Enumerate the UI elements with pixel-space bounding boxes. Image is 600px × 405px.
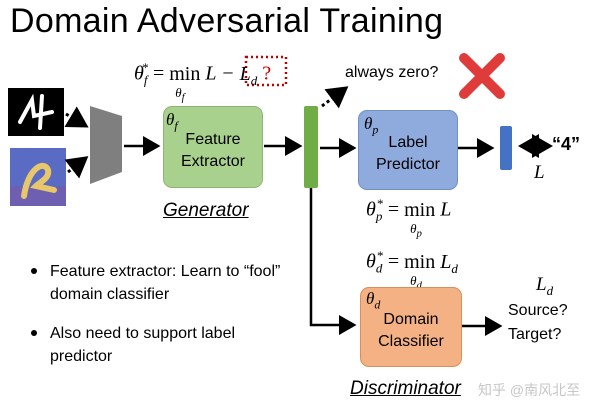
question-mark: ? <box>262 62 272 85</box>
bullet-item-2: Also need to support label predictor <box>50 325 236 365</box>
output-vector-bar <box>500 126 512 170</box>
output-four-label: “4” <box>552 134 581 154</box>
bullet-dot-1 <box>31 268 37 274</box>
mnist-m-digit-image <box>10 148 66 206</box>
bullet-dot-2 <box>31 330 37 336</box>
dotted-arrow-source <box>64 106 89 128</box>
arrow-to-domain-classifier <box>309 188 357 335</box>
domain-classifier-label: Domain Classifier <box>378 311 444 350</box>
target-label: Target? <box>508 326 562 343</box>
sup-star: * <box>141 60 148 75</box>
source-label: Source? <box>508 302 568 319</box>
loss-ld-label: Ld <box>536 274 554 298</box>
cross-icon <box>459 53 505 99</box>
dotted-arrow-always-zero <box>321 86 349 109</box>
label-predictor-box: Label Predictor <box>358 110 458 190</box>
highlight-box-neg-ld <box>244 55 288 87</box>
sub-f: f <box>143 72 148 88</box>
mnist-digit-image <box>8 88 64 136</box>
generator-caption: Generator <box>163 200 249 221</box>
label-predictor-label: Label Predictor <box>375 134 441 173</box>
watermark: 知乎 @南风北至 <box>478 382 581 398</box>
theta-p-label: θp <box>364 114 379 137</box>
theta-d-label: θd <box>366 289 381 312</box>
discriminator-caption: Discriminator <box>350 378 461 399</box>
page-title: Domain Adversarial Training <box>10 2 444 40</box>
theta-f-label: θf <box>166 110 178 133</box>
input-layer-shape <box>90 106 122 184</box>
bullet-item-1: Feature extractor: Learn to “fool” domai… <box>50 263 281 303</box>
always-zero-label: always zero? <box>345 64 439 81</box>
feature-extractor-box: Feature Extractor <box>163 106 263 188</box>
feature-extractor-label: Feature Extractor <box>180 131 245 170</box>
domain-classifier-box: Domain Classifier <box>360 287 462 367</box>
feature-vector-bar <box>304 106 318 188</box>
dotted-arrow-target <box>64 156 89 179</box>
loss-l-label: L <box>534 162 545 183</box>
